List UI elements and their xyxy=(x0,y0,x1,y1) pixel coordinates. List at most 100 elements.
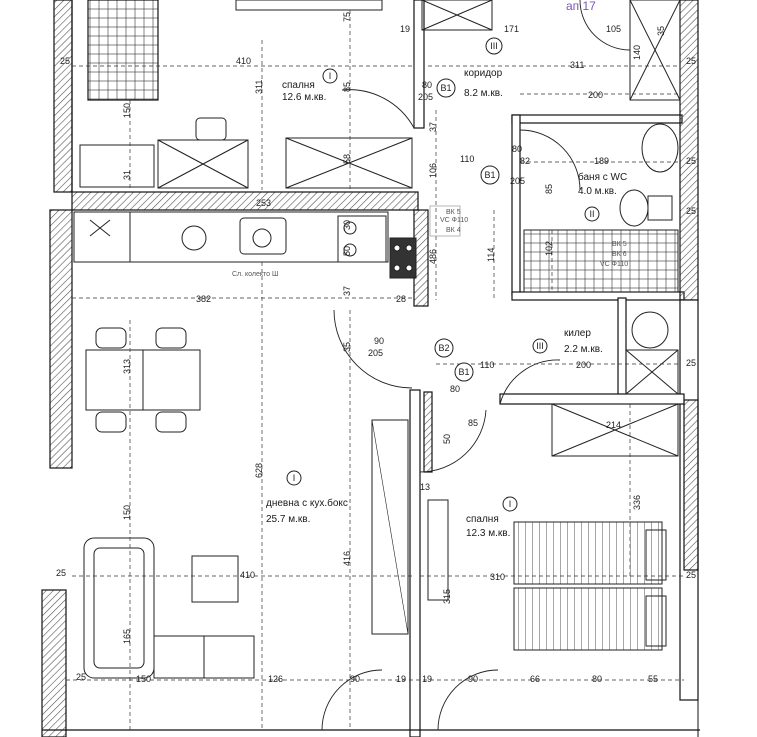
dim-label: 336 xyxy=(632,495,642,510)
dim-label: 25 xyxy=(686,570,696,580)
dim-label: 410 xyxy=(240,570,255,580)
shaft-note: ВК 5 xyxy=(446,209,461,216)
room-bedroom-2: I спалня 12.3 м.кв. xyxy=(466,496,518,539)
shaft-note: VС Ф110 xyxy=(600,261,628,268)
dim-label: 189 xyxy=(594,156,609,166)
kitchen-sink xyxy=(239,217,287,255)
dim-label: 19 xyxy=(422,674,432,684)
dim-label: 19 xyxy=(400,24,410,34)
dim-label: 140 xyxy=(632,45,642,60)
dim-label: 66 xyxy=(530,674,540,684)
room-name: коридор xyxy=(464,68,503,79)
bed-1 xyxy=(513,521,663,585)
dim-label: 310 xyxy=(490,572,505,582)
dim-label: 30 xyxy=(342,220,352,230)
room-area: 4.0 м.кв. xyxy=(578,186,617,197)
dim-label: 25 xyxy=(686,206,696,216)
nightstand xyxy=(79,144,155,188)
walls xyxy=(41,0,700,737)
bathtub xyxy=(523,229,679,293)
dining-chair xyxy=(155,411,187,433)
dim-label: 150 xyxy=(136,674,151,684)
dim-label: 105 xyxy=(606,24,621,34)
dim-label: 165 xyxy=(122,629,132,644)
room-number: III xyxy=(490,41,498,51)
wall-left-hatched xyxy=(49,209,73,469)
wall-bedroom2-left xyxy=(409,389,421,737)
door-tag: B2 xyxy=(438,343,449,353)
bed-edge xyxy=(235,0,383,11)
dimension-lines xyxy=(66,10,684,730)
stove xyxy=(389,237,417,279)
room-name: килер xyxy=(564,328,591,339)
dim-label: 628 xyxy=(254,463,264,478)
wardrobe xyxy=(285,137,413,189)
shaft-note: VС Ф110 xyxy=(440,217,468,224)
room-area: 12.6 м.кв. xyxy=(282,92,326,103)
room-corridor: III коридор 8.2 м.кв. xyxy=(464,37,503,99)
dim-label: 382 xyxy=(196,294,211,304)
dim-label: 311 xyxy=(254,80,264,94)
door-dim: 205 xyxy=(418,92,433,102)
dim-label: 110 xyxy=(460,154,474,164)
wardrobe-2 xyxy=(551,403,679,457)
sink-note: Сл. колекто Ш xyxy=(232,271,278,278)
wall-bathroom-bottom xyxy=(511,291,685,301)
room-living: I дневна с кух.бокс 25.7 м.кв. xyxy=(266,470,348,525)
room-area: 8.2 м.кв. xyxy=(464,88,503,99)
bath-sink xyxy=(641,123,679,173)
furniture xyxy=(73,0,681,679)
pantry-shelf xyxy=(625,349,679,395)
wall-bedroom-bottom xyxy=(71,191,419,211)
room-name: спалня xyxy=(282,80,315,91)
door-dim: 80 xyxy=(422,80,432,90)
plumbing-notes: ВК 5 VС Ф110 ВК 4 ВК 5 ВК 6 VС Ф110 Сл. … xyxy=(232,205,628,278)
dim-label: 25 xyxy=(686,358,696,368)
dining-chair xyxy=(95,411,127,433)
door-dim: 80 xyxy=(512,144,522,154)
room-labels: I спалня 12.6 м.кв. III коридор 8.2 м.кв… xyxy=(266,37,627,539)
dim-label: 13 xyxy=(420,482,430,492)
door-swings xyxy=(321,0,631,731)
dim-label: 114 xyxy=(486,248,496,262)
door-swing-bath xyxy=(519,129,581,191)
dim-label: 82 xyxy=(520,156,530,166)
door-dim: 205 xyxy=(368,348,383,358)
room-area: 2.2 м.кв. xyxy=(564,344,603,355)
wall-pantry-left xyxy=(617,297,627,399)
wall-top-left-hatched xyxy=(53,0,73,193)
wall-bathroom-top xyxy=(511,114,683,124)
shaft-box xyxy=(429,205,461,237)
door-dim: 90 xyxy=(374,336,384,346)
door-swing-pantry xyxy=(499,359,561,405)
room-bedroom-1: I спалня 12.6 м.кв. xyxy=(282,68,338,103)
room-number: I xyxy=(293,473,296,483)
wall-pantry-bottom xyxy=(499,393,685,405)
dim-label: 150 xyxy=(122,505,132,520)
room-pantry: III килер 2.2 м.кв. xyxy=(532,328,603,355)
room-name: дневна с кух.бокс xyxy=(266,497,348,509)
dim-label: 410 xyxy=(236,56,251,66)
dim-label: 35 xyxy=(656,26,666,36)
door-tag: B1 xyxy=(440,83,451,93)
room-number: I xyxy=(329,71,332,81)
dim-label: 253 xyxy=(256,198,271,208)
wall-bottom-left-hatched xyxy=(41,589,67,737)
dim-label: 25 xyxy=(76,672,86,682)
door-dim: 205 xyxy=(510,176,525,186)
dimension-labels: 410 311 85 75 19 171 105 35 140 311 200 … xyxy=(56,12,696,684)
dim-label: 313 xyxy=(122,359,132,374)
shaft-note: ВК 5 xyxy=(612,241,627,248)
apartment-label: ап.17 xyxy=(566,0,596,13)
dim-label: 214 xyxy=(606,420,621,430)
shaft-note: ВК 4 xyxy=(446,227,461,234)
dim-label: 37 xyxy=(428,122,438,132)
door-swing-balcony-2 xyxy=(437,669,499,731)
dim-label: 25 xyxy=(56,568,66,578)
dim-label: 25 xyxy=(686,156,696,166)
bed-2 xyxy=(513,587,663,651)
boiler xyxy=(631,311,669,349)
dining-chair xyxy=(155,327,187,349)
dining-chair xyxy=(95,327,127,349)
dim-label: 311 xyxy=(570,60,584,70)
